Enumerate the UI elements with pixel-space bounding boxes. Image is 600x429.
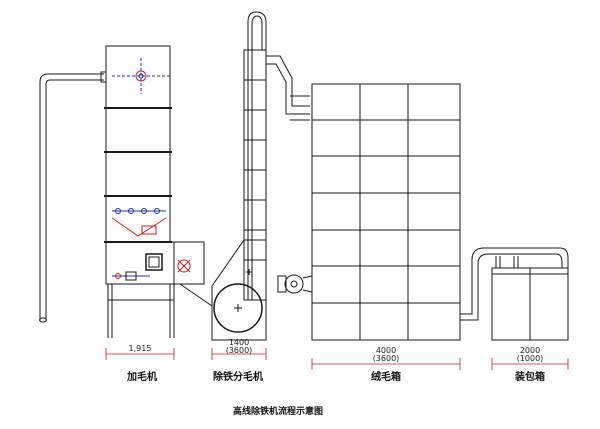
- feeder-inlet-pipe: [39, 73, 104, 320]
- separator-riser-duct: [247, 11, 267, 300]
- separator-label: 除铁分毛机: [213, 370, 263, 383]
- hopper-box: [277, 83, 461, 341]
- separator-sub-dimension: (3600): [226, 346, 253, 355]
- roller-icon: [115, 208, 121, 214]
- separator-inlet-box: [173, 241, 205, 285]
- bagger-label: 装包箱: [514, 370, 545, 383]
- bagger-duct: [460, 247, 569, 321]
- transfer-duct: [266, 55, 310, 115]
- hopper-label: 绒毛箱: [371, 370, 401, 383]
- separator-drum: [213, 283, 263, 333]
- fan-motor-icon: [284, 274, 304, 294]
- feeder-top-box: [105, 45, 171, 109]
- feeder-label: 加毛机: [126, 370, 157, 383]
- separator-hopper: [211, 239, 267, 341]
- bagger-sub-dimension: (1000): [517, 354, 544, 363]
- hopper-sub-dimension: (3600): [373, 354, 400, 363]
- separator-machine: [173, 11, 267, 341]
- diagram-caption: 高线除铁机流程示意图: [233, 405, 323, 417]
- magnet-drum-icon: [177, 259, 191, 273]
- separator-dimension: 1400: [229, 338, 249, 347]
- feeder-dimension: 1,915: [129, 344, 152, 353]
- bagger-box: [491, 267, 569, 341]
- pipe-end: [39, 317, 47, 323]
- hopper-dimension: 4000: [376, 346, 396, 355]
- feeder-window: [145, 253, 163, 271]
- feeder-machine: [39, 45, 175, 338]
- bagger-dimension: 2000: [520, 346, 540, 355]
